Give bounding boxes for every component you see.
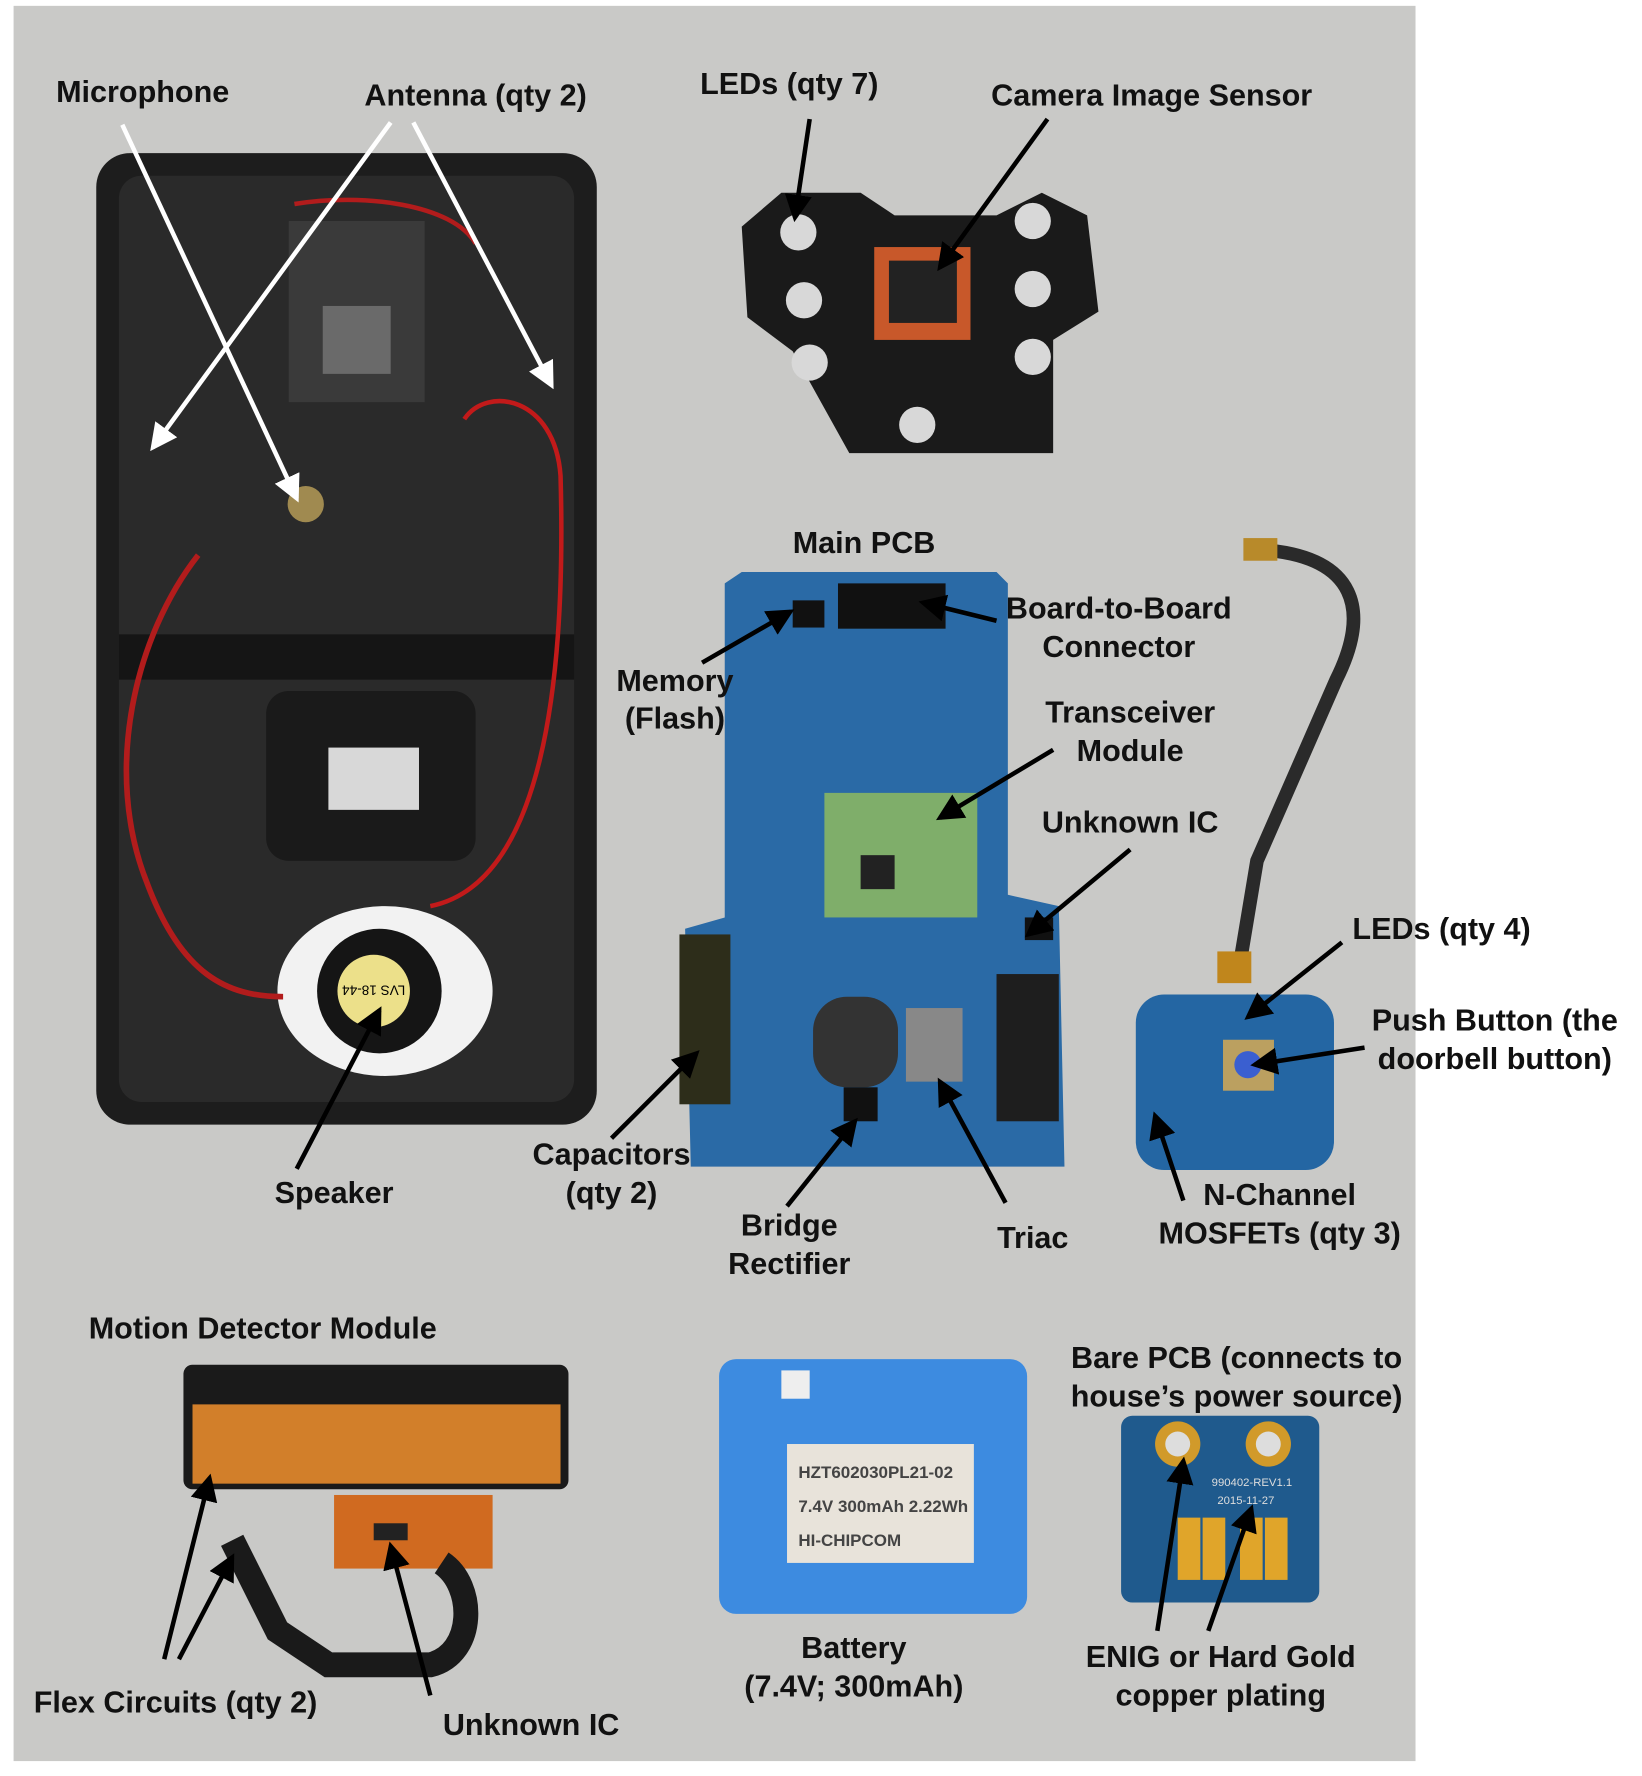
label-leds-7: LEDs (qty 7) [700, 67, 878, 101]
label-mosfets: N-Channel [1203, 1178, 1356, 1212]
battery-model-text: HZT602030PL21-02 [798, 1463, 953, 1482]
label-bare-pcb-2: house’s power source) [1071, 1380, 1403, 1414]
label-capacitors-2: (qty 2) [566, 1176, 658, 1210]
label-transceiver: Transceiver [1045, 696, 1215, 730]
label-motion-detector: Motion Detector Module [89, 1312, 437, 1346]
battery: HZT602030PL21-02 7.4V 300mAh 2.22Wh HI-C… [719, 1359, 1028, 1614]
label-camera-sensor: Camera Image Sensor [991, 79, 1312, 113]
battery-rating-text: 7.4V 300mAh 2.22Wh [798, 1497, 968, 1516]
battery-brand-text: HI-CHIPCOM [798, 1531, 901, 1550]
label-enig-2: copper plating [1115, 1679, 1326, 1713]
label-antenna: Antenna (qty 2) [364, 79, 586, 113]
label-memory: Memory [616, 664, 733, 698]
svg-text:2015-11-27: 2015-11-27 [1217, 1495, 1274, 1507]
label-b2b-connector-2: Connector [1042, 630, 1195, 664]
callout-labels: Microphone Antenna (qty 2) LEDs (qty 7) … [34, 67, 1618, 1742]
svg-text:LVS 18-44: LVS 18-44 [342, 982, 406, 997]
label-b2b-connector: Board-to-Board [1006, 591, 1232, 625]
label-unknown-ic-motion: Unknown IC [443, 1708, 620, 1742]
label-triac: Triac [997, 1221, 1068, 1255]
label-bridge-rectifier-2: Rectifier [728, 1247, 850, 1281]
label-push-button-2: doorbell button) [1378, 1042, 1612, 1076]
label-capacitors: Capacitors [533, 1137, 691, 1171]
label-push-button: Push Button (the [1372, 1004, 1618, 1038]
main-pcb [679, 572, 1065, 1167]
label-memory-2: (Flash) [625, 701, 725, 735]
bare-pcb: 990402-REV1.1 2015-11-27 [1121, 1415, 1320, 1603]
label-bridge-rectifier: Bridge [741, 1209, 838, 1243]
label-flex-circuits: Flex Circuits (qty 2) [34, 1685, 318, 1719]
label-transceiver-2: Module [1077, 734, 1184, 768]
label-main-pcb: Main PCB [793, 526, 936, 560]
label-mosfets-2: MOSFETs (qty 3) [1159, 1217, 1401, 1251]
label-enig: ENIG or Hard Gold [1086, 1640, 1356, 1674]
label-speaker: Speaker [275, 1176, 394, 1210]
label-bare-pcb: Bare PCB (connects to [1071, 1341, 1402, 1375]
svg-text:990402-REV1.1: 990402-REV1.1 [1212, 1477, 1293, 1489]
label-microphone: Microphone [56, 75, 229, 109]
label-unknown-ic-main: Unknown IC [1042, 806, 1219, 840]
button-board [1135, 538, 1361, 1170]
doorbell-housing: LVS 18-44 [96, 153, 597, 1125]
motion-detector-module [183, 1364, 569, 1678]
label-leds-4: LEDs (qty 4) [1352, 912, 1530, 946]
label-battery: Battery [801, 1631, 906, 1665]
label-battery-2: (7.4V; 300mAh) [744, 1670, 963, 1704]
callout-arrows [120, 117, 1365, 1696]
